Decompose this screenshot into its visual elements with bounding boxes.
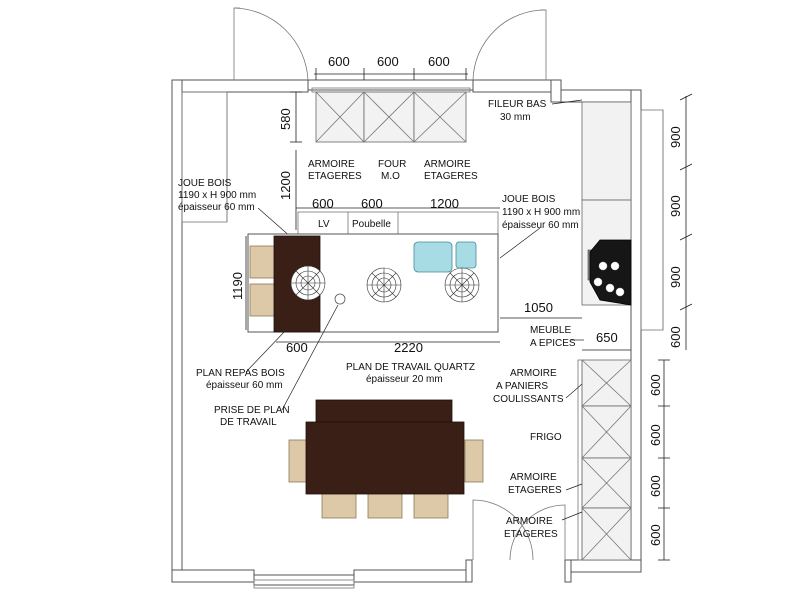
dim-island-bottom-left: 600 <box>286 340 308 355</box>
wall-bottom-door-frame-r <box>564 559 572 583</box>
door-left-swing <box>233 7 309 81</box>
dining-chair-bottom-3 <box>413 489 449 519</box>
right-upper-run <box>581 101 632 306</box>
dim-strip-poubelle: 600 <box>361 196 383 211</box>
wall-bottom-door-frame-l <box>465 559 473 583</box>
dim-right-600-b: 600 <box>648 374 663 396</box>
dining-chair-bottom-1 <box>321 489 357 519</box>
label-armoire-etageres-right: ARMOIRE ETAGERES <box>424 159 478 182</box>
wall-right <box>630 89 642 571</box>
dim-right-900-b: 900 <box>668 195 683 217</box>
wall-bottom-left <box>171 569 255 583</box>
label-armoire-etageres-left: ARMOIRE ETAGERES <box>308 159 362 182</box>
wall-top-middle <box>307 79 474 91</box>
lamp-1 <box>290 265 326 301</box>
lamp-2 <box>366 267 402 303</box>
top-dimension-lines <box>290 68 468 143</box>
dim-strip-lv: 600 <box>312 196 334 211</box>
window-bottom <box>253 579 355 589</box>
island-dimension-lines <box>245 207 500 343</box>
dim-right-600-d: 600 <box>648 475 663 497</box>
wall-bottom-right <box>569 559 642 573</box>
window-right <box>640 109 664 331</box>
door-bottom-swing <box>472 499 534 561</box>
label-meuble-epices: MEUBLE A EPICES <box>530 325 576 349</box>
dining-chair-right <box>464 439 484 483</box>
wall-bottom-mid <box>353 569 467 583</box>
label-joue-bois-left: JOUE BOIS 1190 x H 900 mm épaisseur 60 m… <box>178 178 259 213</box>
dining-bench-top <box>315 399 453 423</box>
dim-right-900-c: 900 <box>668 266 683 288</box>
sink-basin-large <box>413 241 453 273</box>
wall-right-step <box>560 89 642 103</box>
right-lower-run <box>577 359 632 561</box>
label-poubelle: Poubelle <box>352 219 391 230</box>
dining-chair-left <box>288 439 308 483</box>
wall-left <box>171 79 183 581</box>
dim-right-900-a: 900 <box>668 126 683 148</box>
walls <box>171 79 664 589</box>
label-four-mo: FOUR M.O <box>378 159 409 182</box>
label-armoire-etageres-low1: ARMOIRE ETAGERES <box>508 472 562 496</box>
outlet-circle <box>334 293 346 305</box>
wall-top-right <box>472 79 552 93</box>
door-right-swing <box>472 9 547 81</box>
dim-top-1: 600 <box>328 54 350 69</box>
wall-right-upper <box>550 79 562 103</box>
doors <box>233 7 566 561</box>
dim-strip-right: 1200 <box>430 196 459 211</box>
lamp-3 <box>444 267 480 303</box>
label-armoire-etageres-low2: ARMOIRE ETAGERES <box>504 516 558 540</box>
right-dimension-lines-upper <box>679 93 693 350</box>
dim-depth-top: 580 <box>278 108 293 130</box>
dim-island-height: 1190 <box>230 272 245 300</box>
dim-right-600-c: 600 <box>648 424 663 446</box>
label-armoire-paniers: ARMOIRE A PANIERS COULISSANTS <box>493 368 564 405</box>
cabinet-right-upper <box>581 101 632 201</box>
right-dimension-lines-lower <box>658 359 670 561</box>
dim-right-650: 650 <box>596 330 618 345</box>
label-prise-plan: PRISE DE PLAN DE TRAVAIL <box>214 405 292 428</box>
sink-basin-small <box>455 241 477 269</box>
wall-top-left <box>171 79 309 93</box>
label-joue-bois-right: JOUE BOIS 1190 x H 900 mm épaisseur 60 m… <box>502 194 583 231</box>
label-plan-repas: PLAN REPAS BOIS épaisseur 60 mm <box>196 368 288 391</box>
dim-island-bottom-total: 2220 <box>394 340 423 355</box>
label-fileur-bas: FILEUR BAS 30 mm <box>488 99 549 123</box>
label-frigo: FRIGO <box>530 432 562 443</box>
dining-table <box>305 421 465 495</box>
door-bottom-swing-2 <box>509 504 566 561</box>
label-plan-travail: PLAN DE TRAVAIL QUARTZ épaisseur 20 mm <box>346 362 478 385</box>
dim-right-1050: 1050 <box>524 300 553 315</box>
label-lv: LV <box>318 219 330 230</box>
island-stool-1 <box>249 245 279 279</box>
dim-left-vertical: 1200 <box>278 171 293 200</box>
dining-area <box>288 399 484 519</box>
top-cabinets <box>311 87 471 143</box>
dim-top-3: 600 <box>428 54 450 69</box>
dim-top-2: 600 <box>377 54 399 69</box>
dim-right-600-a: 600 <box>668 326 683 348</box>
dim-right-600-e: 600 <box>648 524 663 546</box>
